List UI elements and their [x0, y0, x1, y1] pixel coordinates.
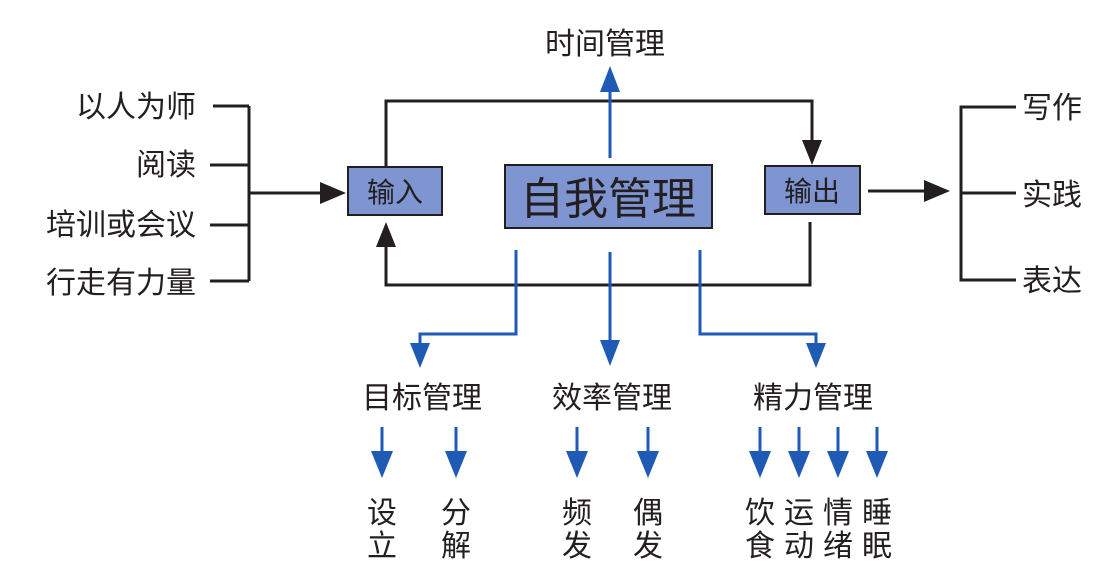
branch-lines — [418, 250, 818, 345]
input-box-label: 输入 — [367, 176, 423, 209]
sub-item: 情绪 — [823, 427, 853, 564]
feedback-loop — [384, 99, 814, 287]
goal-management-label: 目标管理 — [362, 381, 482, 416]
output-box-label: 输出 — [784, 175, 840, 208]
sub-item-arrow-icon — [827, 451, 849, 478]
sub-item: 分解 — [441, 427, 471, 564]
sub-item: 偶发 — [633, 427, 663, 564]
sub-item: 运动 — [784, 427, 814, 564]
arrow-to-efficiency-management — [600, 340, 620, 366]
sub-item: 睡眠 — [862, 427, 892, 564]
input-source-label: 培训或会议 — [46, 208, 196, 243]
input-source-label: 行走有力量 — [46, 266, 196, 301]
output-target-label: 实践 — [1022, 178, 1082, 213]
arrow-to-goal-management — [410, 343, 430, 368]
sub-item-arrow-icon — [445, 451, 467, 478]
sub-item: 频发 — [562, 427, 592, 564]
sub-item: 饮食 — [745, 427, 775, 564]
sub-item-label: 发 — [633, 529, 663, 564]
sub-item-label: 绪 — [823, 529, 853, 564]
sub-item-arrow-icon — [637, 451, 659, 478]
top-loop-line — [384, 99, 814, 167]
sub-item-label: 运 — [784, 496, 814, 531]
output-box: 输出 — [764, 165, 861, 215]
sub-item-arrow-icon — [749, 451, 771, 478]
output-target-label: 写作 — [1022, 91, 1082, 126]
output-targets-bracket — [959, 105, 1016, 282]
input-source-label: 阅读 — [136, 148, 196, 183]
arrow-to-input-feedback — [376, 222, 396, 247]
arrow-to-time-management — [600, 66, 620, 92]
sub-item-label: 偶 — [633, 496, 663, 531]
efficiency-management-label: 效率管理 — [552, 381, 672, 416]
sub-item-label: 情 — [823, 496, 853, 531]
input-box: 输入 — [347, 166, 443, 216]
sub-item-label: 睡 — [862, 496, 892, 531]
arrow-to-input — [320, 182, 346, 204]
arrow-to-targets — [924, 180, 950, 202]
center-box: 自我管理 — [504, 164, 713, 229]
sub-item-label: 频 — [562, 496, 592, 531]
energy-management-label: 精力管理 — [753, 381, 873, 416]
sub-item-label: 解 — [441, 529, 471, 564]
time-management-label: 时间管理 — [545, 27, 665, 62]
sub-item-label: 发 — [562, 529, 592, 564]
sub-item-label: 饮 — [745, 496, 775, 531]
arrow-to-output — [802, 140, 822, 165]
arrow-to-energy-management — [806, 343, 826, 368]
branch-line-goal — [418, 250, 518, 345]
sub-item-arrow-icon — [866, 451, 888, 478]
branch-line-energy — [698, 250, 818, 345]
sub-item-arrow-icon — [788, 451, 810, 478]
sub-item-label: 动 — [784, 529, 814, 564]
sub-item-arrow-icon — [371, 451, 393, 478]
sub-item: 设立 — [367, 427, 397, 564]
center-box-label: 自我管理 — [520, 174, 696, 225]
sub-item-label: 分 — [441, 496, 471, 531]
sub-item-arrow-icon — [566, 451, 588, 478]
sub-item-label: 立 — [367, 529, 397, 564]
sub-item-label: 设 — [367, 496, 397, 531]
input-source-label: 以人为师 — [76, 90, 196, 125]
bottom-loop-line — [384, 222, 812, 287]
sub-item-label: 食 — [745, 529, 775, 564]
input-sources-bracket — [210, 104, 322, 283]
output-target-label: 表达 — [1022, 264, 1082, 299]
sub-item-label: 眠 — [862, 529, 892, 564]
